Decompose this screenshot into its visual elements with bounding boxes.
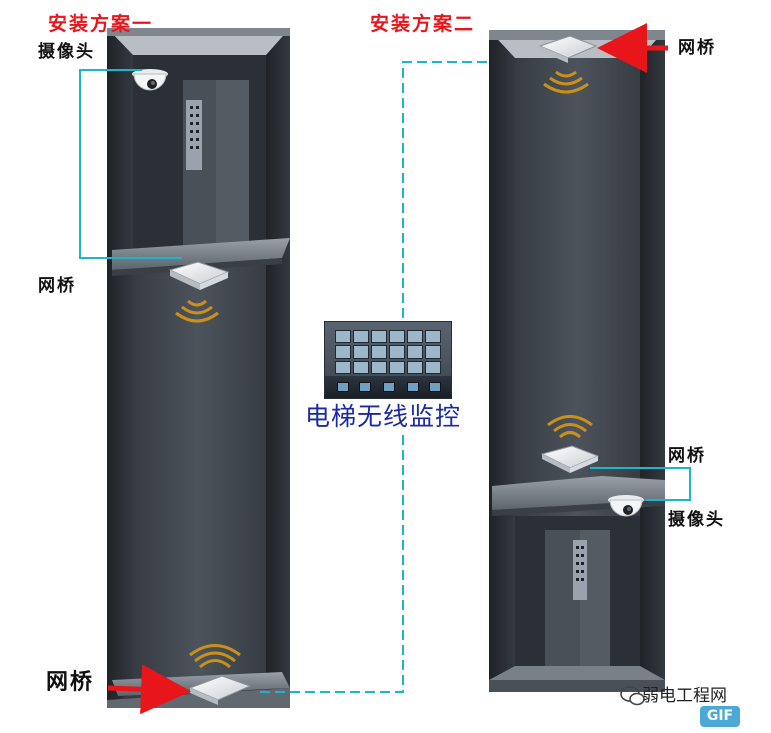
diagram-caption: 电梯无线监控	[305, 402, 462, 431]
plan-two-title: 安装方案二	[370, 13, 476, 35]
gif-badge: GIF	[700, 706, 740, 727]
elevator-car-plan-two	[515, 516, 640, 666]
dome-camera-icon	[608, 495, 644, 517]
bridge-label: 网桥	[46, 670, 95, 695]
signal-waves-icon	[543, 70, 589, 94]
signal-waves-icon	[547, 415, 593, 439]
plan-one-title: 安装方案一	[48, 13, 154, 35]
camera-label: 摄像头	[38, 42, 95, 62]
signal-waves-icon	[175, 299, 219, 323]
signal-waves-icon	[189, 644, 241, 669]
shaft-plan-one	[107, 28, 290, 708]
watermark-text: 弱电工程网	[642, 686, 727, 706]
wechat-icon	[620, 686, 645, 706]
camera-bridge-connector	[590, 467, 691, 501]
wireless-link-dashed	[260, 430, 404, 693]
wireless-bridge-icon	[188, 675, 252, 705]
monitoring-room-image	[324, 321, 452, 399]
wireless-bridge-icon	[168, 261, 230, 290]
camera-bridge-connector	[79, 69, 182, 259]
bridge-arrow	[107, 664, 191, 715]
dome-camera-icon	[132, 69, 168, 91]
camera-label: 摄像头	[668, 510, 725, 530]
bridge-label: 网桥	[668, 446, 706, 466]
wireless-bridge-icon	[538, 35, 598, 63]
shaft-plan-two	[489, 30, 665, 692]
bridge-label: 网桥	[678, 38, 716, 58]
wireless-bridge-icon	[540, 445, 600, 473]
bridge-label: 网桥	[38, 276, 76, 296]
